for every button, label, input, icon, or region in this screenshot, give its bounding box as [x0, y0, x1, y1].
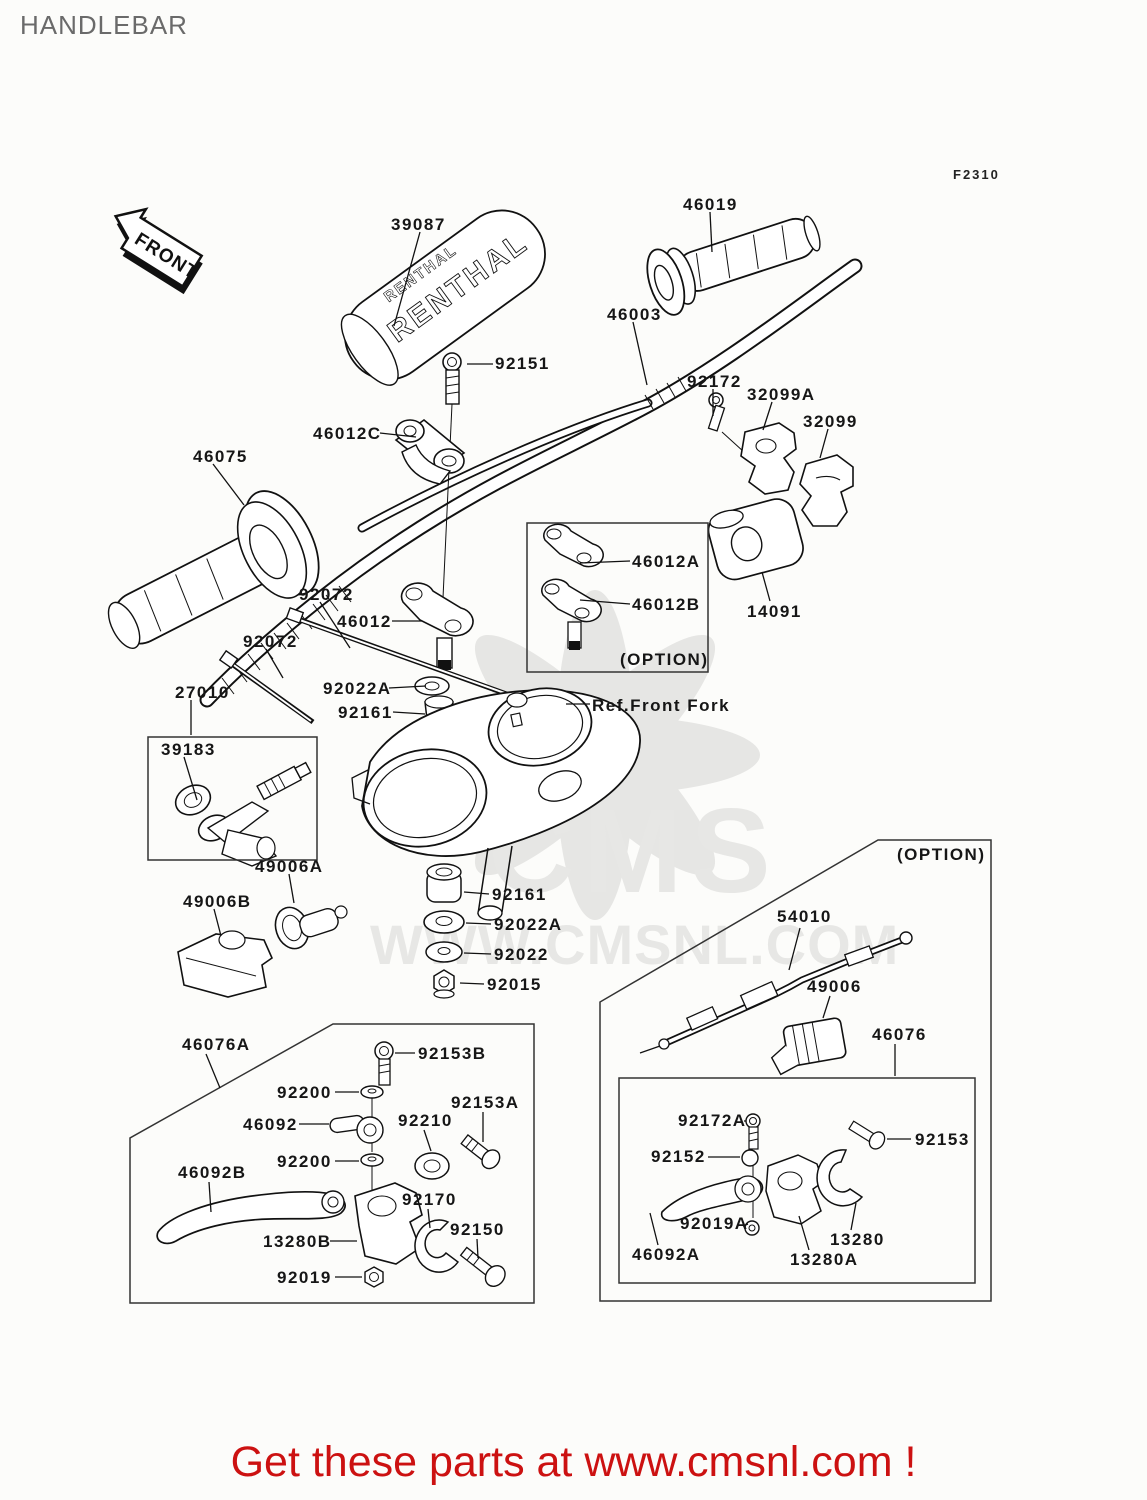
part-label-92152[interactable]: 92152 — [651, 1147, 706, 1166]
part-label-92072[interactable]: 92072 — [299, 585, 354, 604]
part-label-92151[interactable]: 92151 — [495, 354, 550, 373]
footer-link[interactable]: Get these parts at www.cmsnl.com ! — [230, 1438, 917, 1486]
part-label-92072[interactable]: 92072 — [243, 632, 298, 651]
part-label-13280[interactable]: 13280 — [830, 1230, 885, 1249]
part-label-92150[interactable]: 92150 — [450, 1220, 505, 1239]
option-risers-drawing — [541, 523, 604, 650]
part-label-39183[interactable]: 39183 — [161, 740, 216, 759]
part-label-32099[interactable]: 32099 — [803, 412, 858, 431]
part-label-54010[interactable]: 54010 — [777, 907, 832, 926]
left-grip-drawing — [107, 490, 320, 649]
part-label-92022[interactable]: 92022 — [494, 945, 549, 964]
stem-hardware-drawing — [423, 863, 465, 999]
part-label-92161[interactable]: 92161 — [492, 885, 547, 904]
part-label-92019A[interactable]: 92019A — [680, 1214, 749, 1233]
bar-riser-drawing — [400, 582, 474, 733]
part-label-32099A[interactable]: 32099A — [747, 385, 816, 404]
part-label-92170[interactable]: 92170 — [402, 1190, 457, 1209]
part-label-46012B[interactable]: 46012B — [632, 595, 701, 614]
leader-lines — [183, 211, 911, 1278]
part-label-92015[interactable]: 92015 — [487, 975, 542, 994]
part-label-49006A[interactable]: 49006A — [255, 857, 324, 876]
part-label-46092B[interactable]: 46092B — [178, 1163, 247, 1182]
part-label-46012C[interactable]: 46012C — [313, 424, 382, 443]
option-note-left: (OPTION) — [620, 650, 709, 669]
part-label-92172[interactable]: 92172 — [687, 372, 742, 391]
part-label-92022A[interactable]: 92022A — [323, 679, 392, 698]
ref-front-fork-note: Ref.Front Fork — [592, 696, 731, 715]
part-label-46092[interactable]: 46092 — [243, 1115, 298, 1134]
part-label-92153B[interactable]: 92153B — [418, 1044, 487, 1063]
part-label-46012[interactable]: 46012 — [337, 612, 392, 631]
part-label-46012A[interactable]: 46012A — [632, 552, 701, 571]
part-label-46019[interactable]: 46019 — [683, 195, 738, 214]
cable-ties-drawing — [218, 607, 516, 725]
part-label-92210[interactable]: 92210 — [398, 1111, 453, 1130]
part-label-49006[interactable]: 49006 — [807, 977, 862, 996]
front-brake-lever-drawing — [156, 1041, 506, 1288]
part-label-92019[interactable]: 92019 — [277, 1268, 332, 1287]
clutch-perch-drawing — [174, 761, 312, 867]
part-label-92153[interactable]: 92153 — [915, 1130, 970, 1149]
triple-clamp-drawing — [351, 687, 641, 921]
part-label-14091[interactable]: 14091 — [747, 602, 802, 621]
part-label-49006B[interactable]: 49006B — [183, 892, 252, 911]
part-label-92200[interactable]: 92200 — [277, 1083, 332, 1102]
throttle-tube-drawing — [646, 215, 821, 316]
option-note-right: (OPTION) — [897, 845, 986, 864]
figure-code: F2310 — [953, 167, 1000, 182]
part-label-27010[interactable]: 27010 — [175, 683, 230, 702]
bar-clamp-bolt-drawing — [394, 352, 466, 599]
hot-start-lever-drawing — [660, 1113, 886, 1236]
part-label-92022A[interactable]: 92022A — [494, 915, 563, 934]
part-label-39087[interactable]: 39087 — [391, 215, 446, 234]
part-label-13280B[interactable]: 13280B — [263, 1232, 332, 1251]
switch-housing-drawing — [707, 392, 854, 581]
part-label-46076[interactable]: 46076 — [872, 1025, 927, 1044]
throttle-cable-drawing — [639, 931, 913, 1076]
part-label-92172A[interactable]: 92172A — [678, 1111, 747, 1130]
part-label-46092A[interactable]: 46092A — [632, 1245, 701, 1264]
part-label-13280A[interactable]: 13280A — [790, 1250, 859, 1269]
part-label-46003[interactable]: 46003 — [607, 305, 662, 324]
starter-knob-drawing — [177, 905, 348, 998]
group-boxes — [129, 522, 992, 1304]
part-label-46075[interactable]: 46075 — [193, 447, 248, 466]
part-label-46076A[interactable]: 46076A — [182, 1035, 251, 1054]
part-label-92200[interactable]: 92200 — [277, 1152, 332, 1171]
page-title: HANDLEBAR — [20, 10, 188, 40]
part-label-92153A[interactable]: 92153A — [451, 1093, 520, 1112]
part-label-92161[interactable]: 92161 — [338, 703, 393, 722]
